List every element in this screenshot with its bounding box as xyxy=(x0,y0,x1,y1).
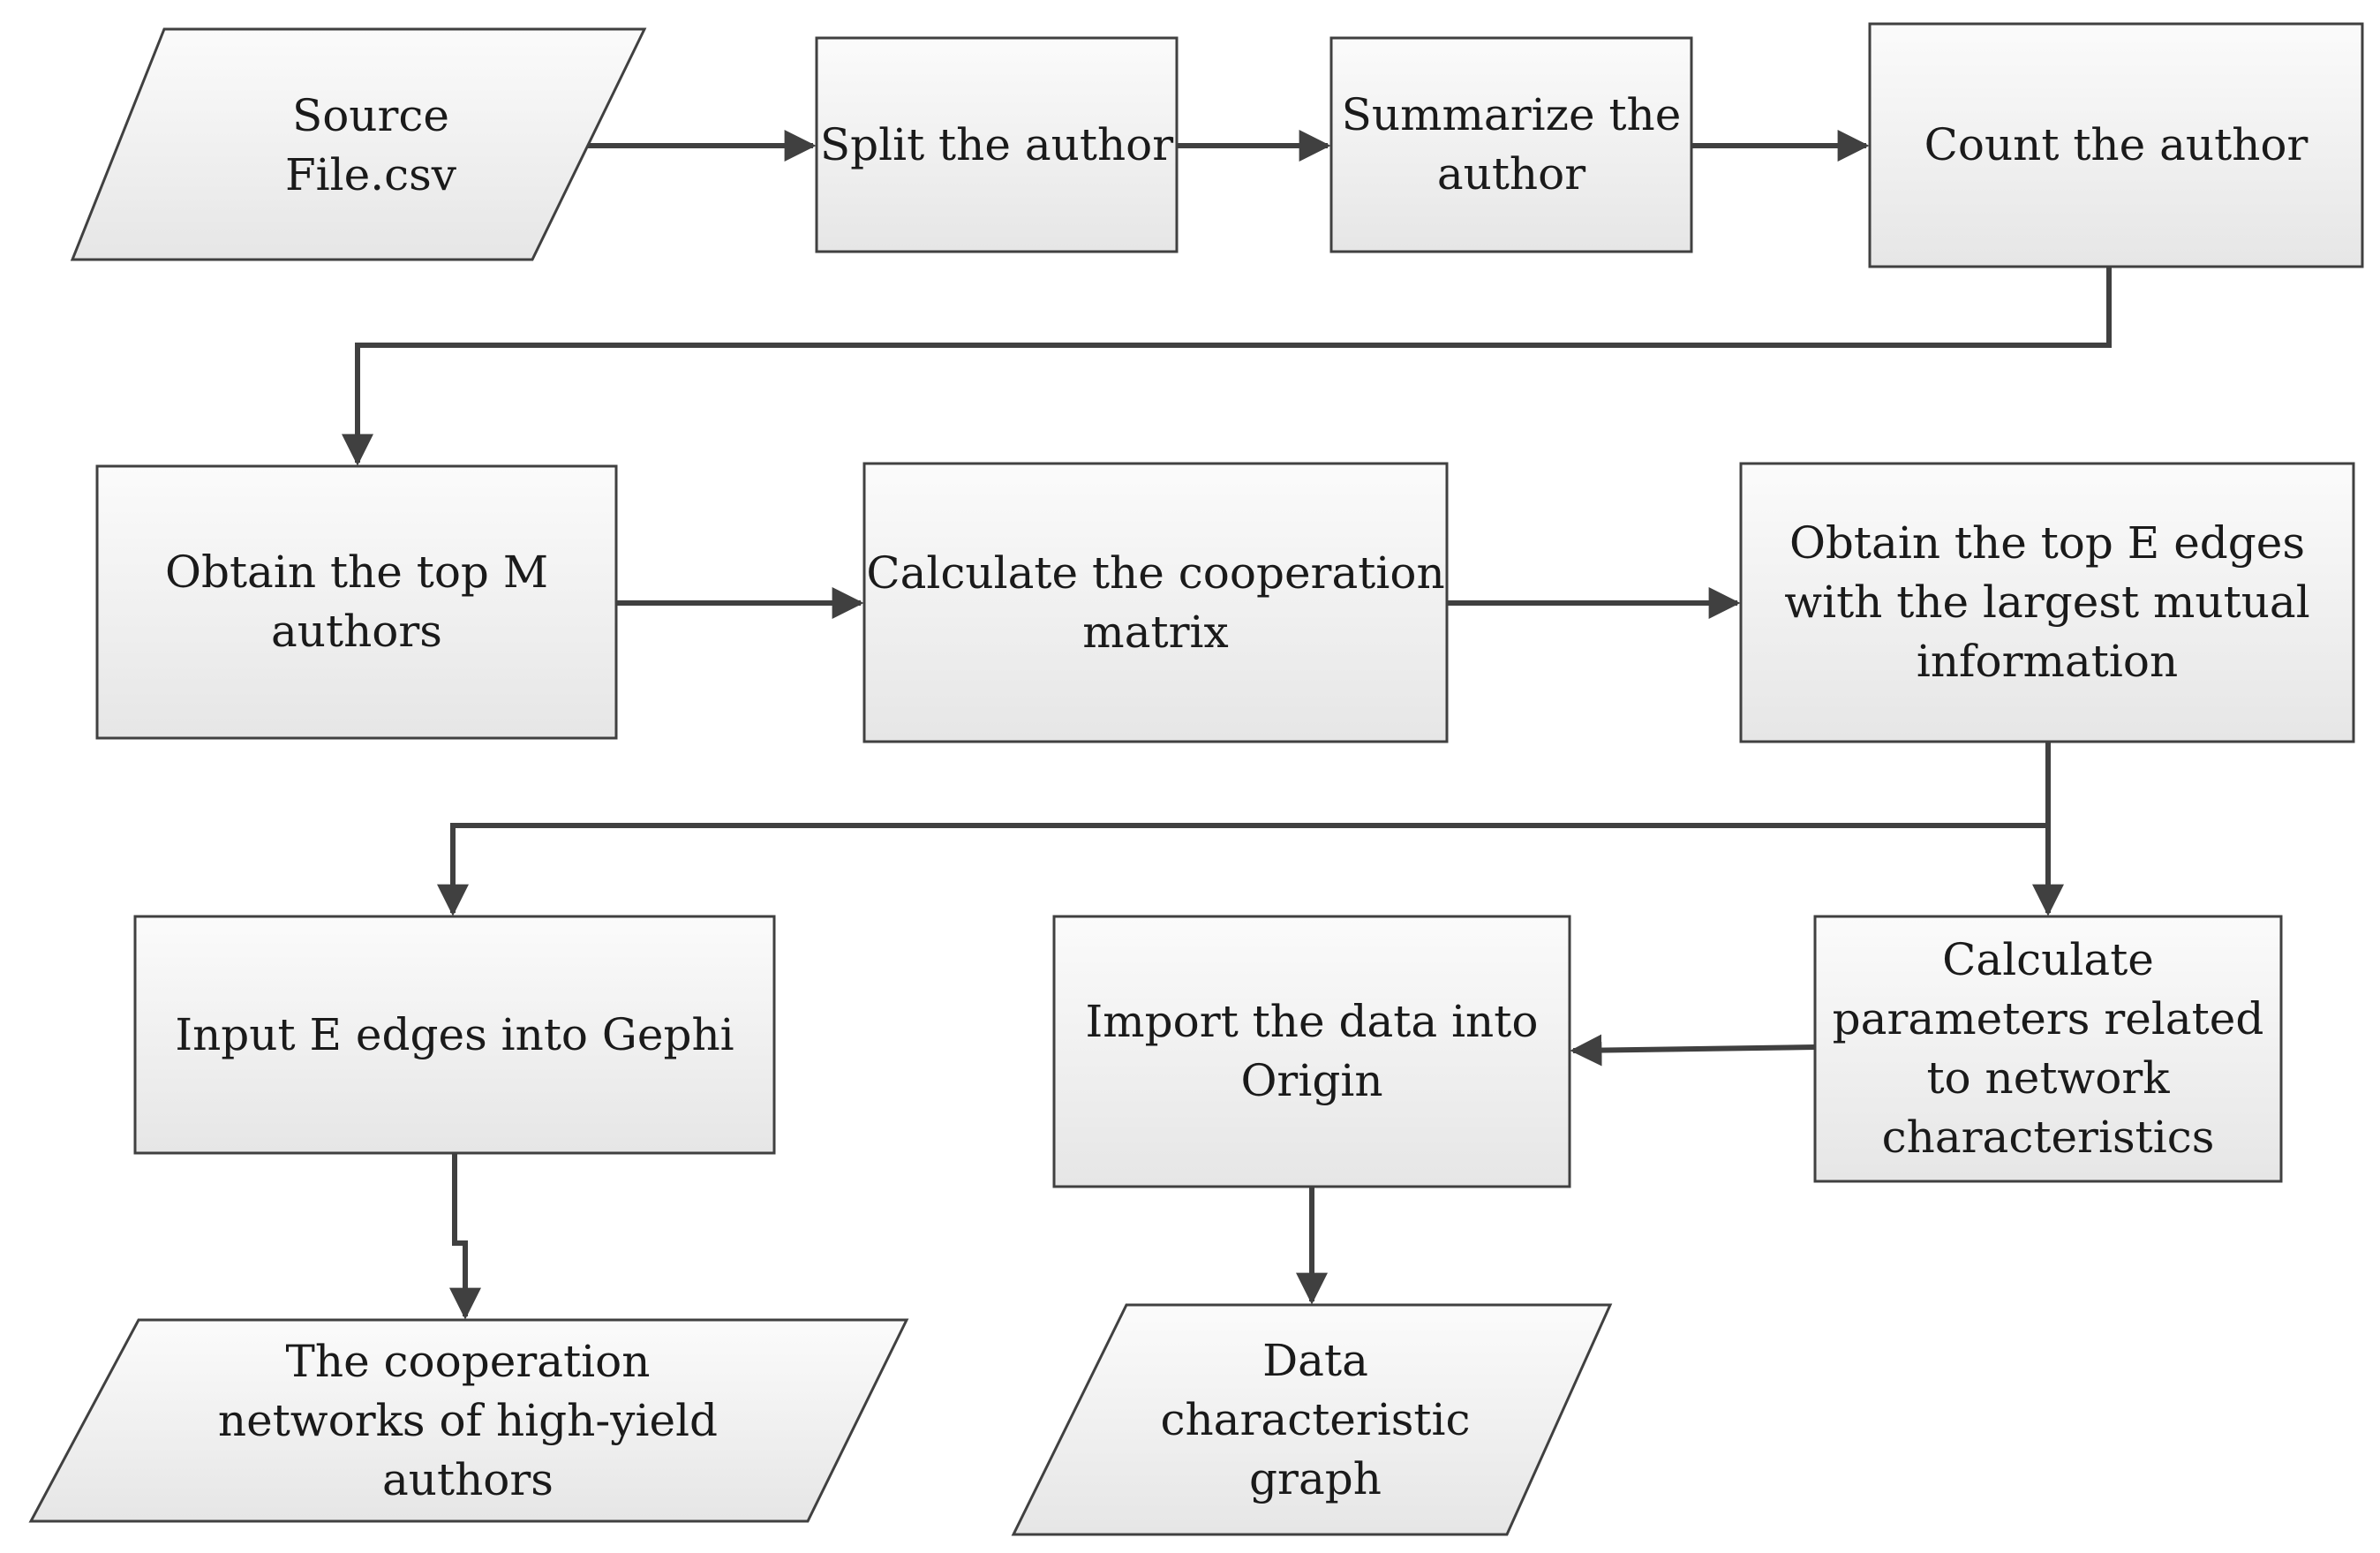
summarize-author-process-box xyxy=(1329,36,1693,253)
source-file-label: Source File.csv xyxy=(284,90,457,200)
input-gephi-process-box xyxy=(133,915,776,1155)
arrow-count-author-to-top-m-authors xyxy=(342,267,2112,466)
count-author-process-box xyxy=(1868,22,2364,268)
cooperation-matrix-label: Calculate the cooperation matrix xyxy=(866,547,1445,658)
split-author-process-box xyxy=(815,36,1179,253)
cooperation-networks-data-shape xyxy=(28,1318,909,1523)
summarize-author-label: Summarize the author xyxy=(1341,89,1682,200)
source-file-data-shape xyxy=(70,27,647,261)
top-e-edges-process-box xyxy=(1739,462,2355,743)
arrow-input-gephi-to-cooperation-networks xyxy=(449,1153,481,1320)
arrow-network-params-to-import-origin xyxy=(1570,1034,1816,1067)
top-m-authors-process-box xyxy=(95,464,618,740)
nodes-layer xyxy=(28,22,2364,1536)
characteristic-graph-data-shape xyxy=(1011,1303,1613,1536)
import-origin-process-box xyxy=(1052,915,1571,1188)
cooperation-networks-label: The cooperation networks of high-yield a… xyxy=(217,1335,719,1505)
characteristic-graph-label: Data characteristic graph xyxy=(1160,1334,1471,1504)
network-params-label: Calculate parameters related to network … xyxy=(1832,934,2264,1163)
top-e-edges-label: Obtain the top E edges with the largest … xyxy=(1784,517,2310,687)
import-origin-label: Import the data into Origin xyxy=(1085,996,1539,1106)
network-params-process-box xyxy=(1813,915,2283,1183)
connectors-layer xyxy=(342,130,2112,1320)
count-author-label: Count the author xyxy=(1924,119,2308,170)
cooperation-matrix-process-box xyxy=(862,462,1449,743)
input-gephi-label: Input E edges into Gephi xyxy=(175,1008,734,1060)
arrow-top-e-edges-to-input-gephi xyxy=(437,742,2051,916)
split-author-label: Split the author xyxy=(819,118,1174,170)
top-m-authors-label: Obtain the top M authors xyxy=(164,547,549,657)
